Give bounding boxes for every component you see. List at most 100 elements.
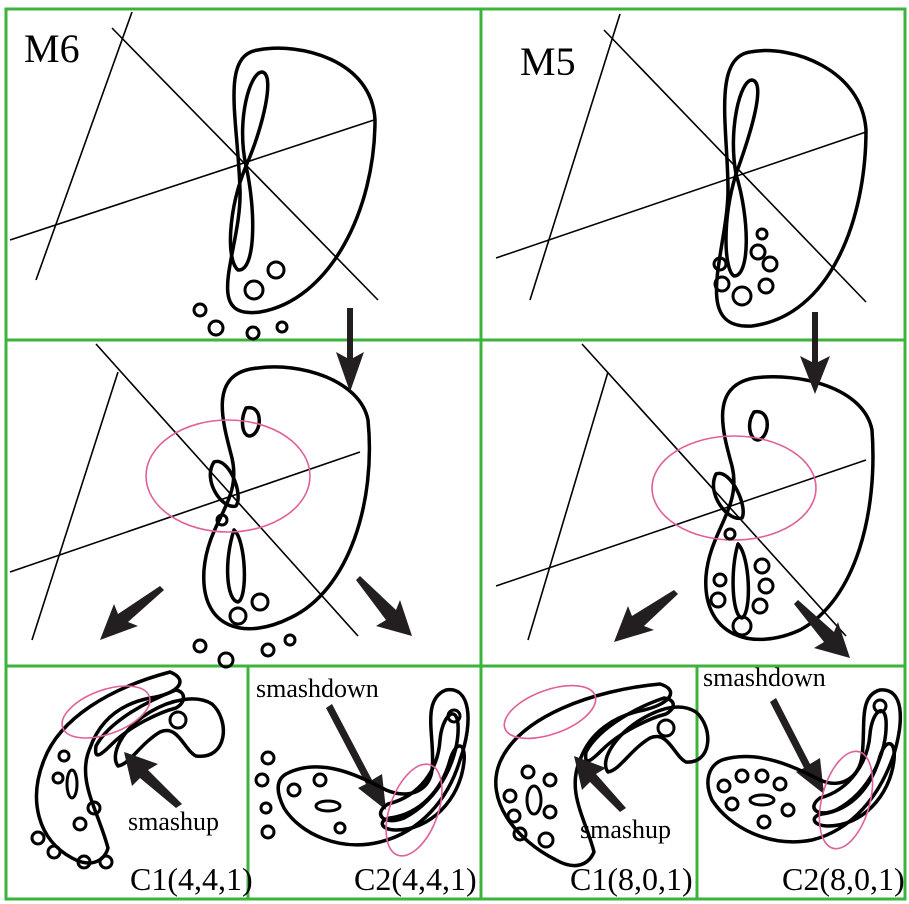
- band-2: [380, 744, 466, 832]
- center-lobe: [208, 459, 240, 508]
- line-1: [31, 371, 119, 641]
- band-2: [603, 705, 710, 774]
- upper-lobe: [240, 70, 270, 168]
- circle: [192, 638, 208, 654]
- outer-curve: [202, 365, 372, 631]
- line-2: [95, 343, 359, 637]
- panel-m5: M5: [495, 13, 868, 328]
- panel-title-m6: M6: [24, 26, 80, 71]
- circle: [506, 808, 522, 824]
- circle: [228, 606, 248, 626]
- line-3: [495, 459, 867, 587]
- band-1: [812, 708, 888, 815]
- band-2: [113, 697, 226, 768]
- upper-lobe: [240, 406, 261, 438]
- lower-lobe: [731, 542, 751, 620]
- circle: [217, 651, 235, 669]
- highlight-ellipse: [145, 419, 311, 533]
- circle: [713, 275, 731, 293]
- label-c1-441: C1(4,4,1): [130, 861, 253, 897]
- annotation-smashdown: smashdown: [703, 663, 826, 692]
- circle: [756, 814, 772, 830]
- circle: [712, 256, 728, 272]
- panel-title-m5: M5: [520, 39, 576, 84]
- circle: [51, 771, 65, 785]
- down-left-arrow-icon: [614, 590, 678, 642]
- panel-c2-441: smashdown C2(4,4,1): [254, 674, 477, 897]
- circle: [537, 831, 555, 849]
- circle: [98, 854, 114, 870]
- oval: [525, 784, 543, 816]
- down-left-arrow-icon: [100, 586, 164, 640]
- center-lobe: [711, 471, 745, 520]
- panel-middle-right: [495, 343, 875, 642]
- circle: [761, 255, 779, 273]
- circle: [250, 592, 270, 612]
- line-1: [527, 371, 609, 641]
- circle: [502, 788, 518, 804]
- panel-c1-801: smashup C1(8,0,1): [494, 682, 710, 897]
- oval: [65, 768, 79, 800]
- circle: [46, 844, 62, 860]
- band-1: [379, 712, 460, 823]
- circle: [86, 800, 102, 816]
- band-1: [583, 696, 675, 763]
- circle: [192, 302, 208, 318]
- down-right-arrow-icon: [356, 576, 412, 636]
- circle: [872, 698, 888, 714]
- outer-frame: [4, 7, 907, 901]
- lower-lobe: [228, 164, 255, 272]
- line-1: [35, 11, 133, 281]
- circle: [286, 782, 302, 798]
- circle: [731, 285, 753, 307]
- circle: [245, 325, 261, 341]
- circle: [259, 801, 273, 815]
- circle: [243, 279, 265, 301]
- outer-curve: [225, 46, 377, 315]
- band-2: [812, 742, 896, 828]
- circle: [754, 768, 770, 784]
- line-3: [9, 451, 361, 573]
- circle: [520, 764, 536, 780]
- panel-middle-left: [9, 343, 372, 669]
- upper-lobe: [731, 78, 760, 176]
- circle: [723, 527, 737, 541]
- circle: [266, 260, 286, 280]
- circle: [72, 816, 88, 832]
- circle: [446, 708, 462, 724]
- circle: [772, 776, 788, 792]
- circle: [283, 633, 297, 647]
- line-3: [9, 119, 375, 241]
- smashdown-arrow-icon: [326, 704, 386, 810]
- highlight-ellipse: [651, 435, 817, 541]
- circle: [716, 778, 732, 794]
- circle: [751, 597, 769, 615]
- lower-lobe: [225, 528, 247, 604]
- highlight-ellipse: [385, 763, 443, 857]
- down-arrow-icon: [336, 308, 364, 392]
- oval: [314, 799, 342, 813]
- outer-curve: [34, 670, 182, 865]
- smashup-arrow-icon: [574, 756, 626, 812]
- panel-grid: [4, 7, 907, 901]
- down-right-arrow-icon: [794, 600, 850, 658]
- circle: [542, 804, 558, 820]
- circle: [757, 277, 775, 295]
- circle: [734, 768, 750, 784]
- circle: [312, 772, 328, 788]
- panel-m6: M6: [9, 11, 379, 341]
- annotation-smashdown: smashdown: [256, 674, 379, 703]
- highlight-ellipse: [503, 684, 597, 740]
- circle: [168, 710, 188, 730]
- outer-curve: [706, 688, 903, 844]
- outer-curve: [494, 682, 673, 868]
- transition-arrows: [100, 308, 850, 658]
- circle: [260, 750, 276, 766]
- circle: [512, 826, 528, 842]
- smashdown-arrow-icon: [770, 698, 824, 794]
- highlight-ellipse: [61, 685, 151, 739]
- circle: [724, 796, 740, 812]
- line-1: [529, 13, 621, 301]
- outer-curve: [714, 48, 868, 328]
